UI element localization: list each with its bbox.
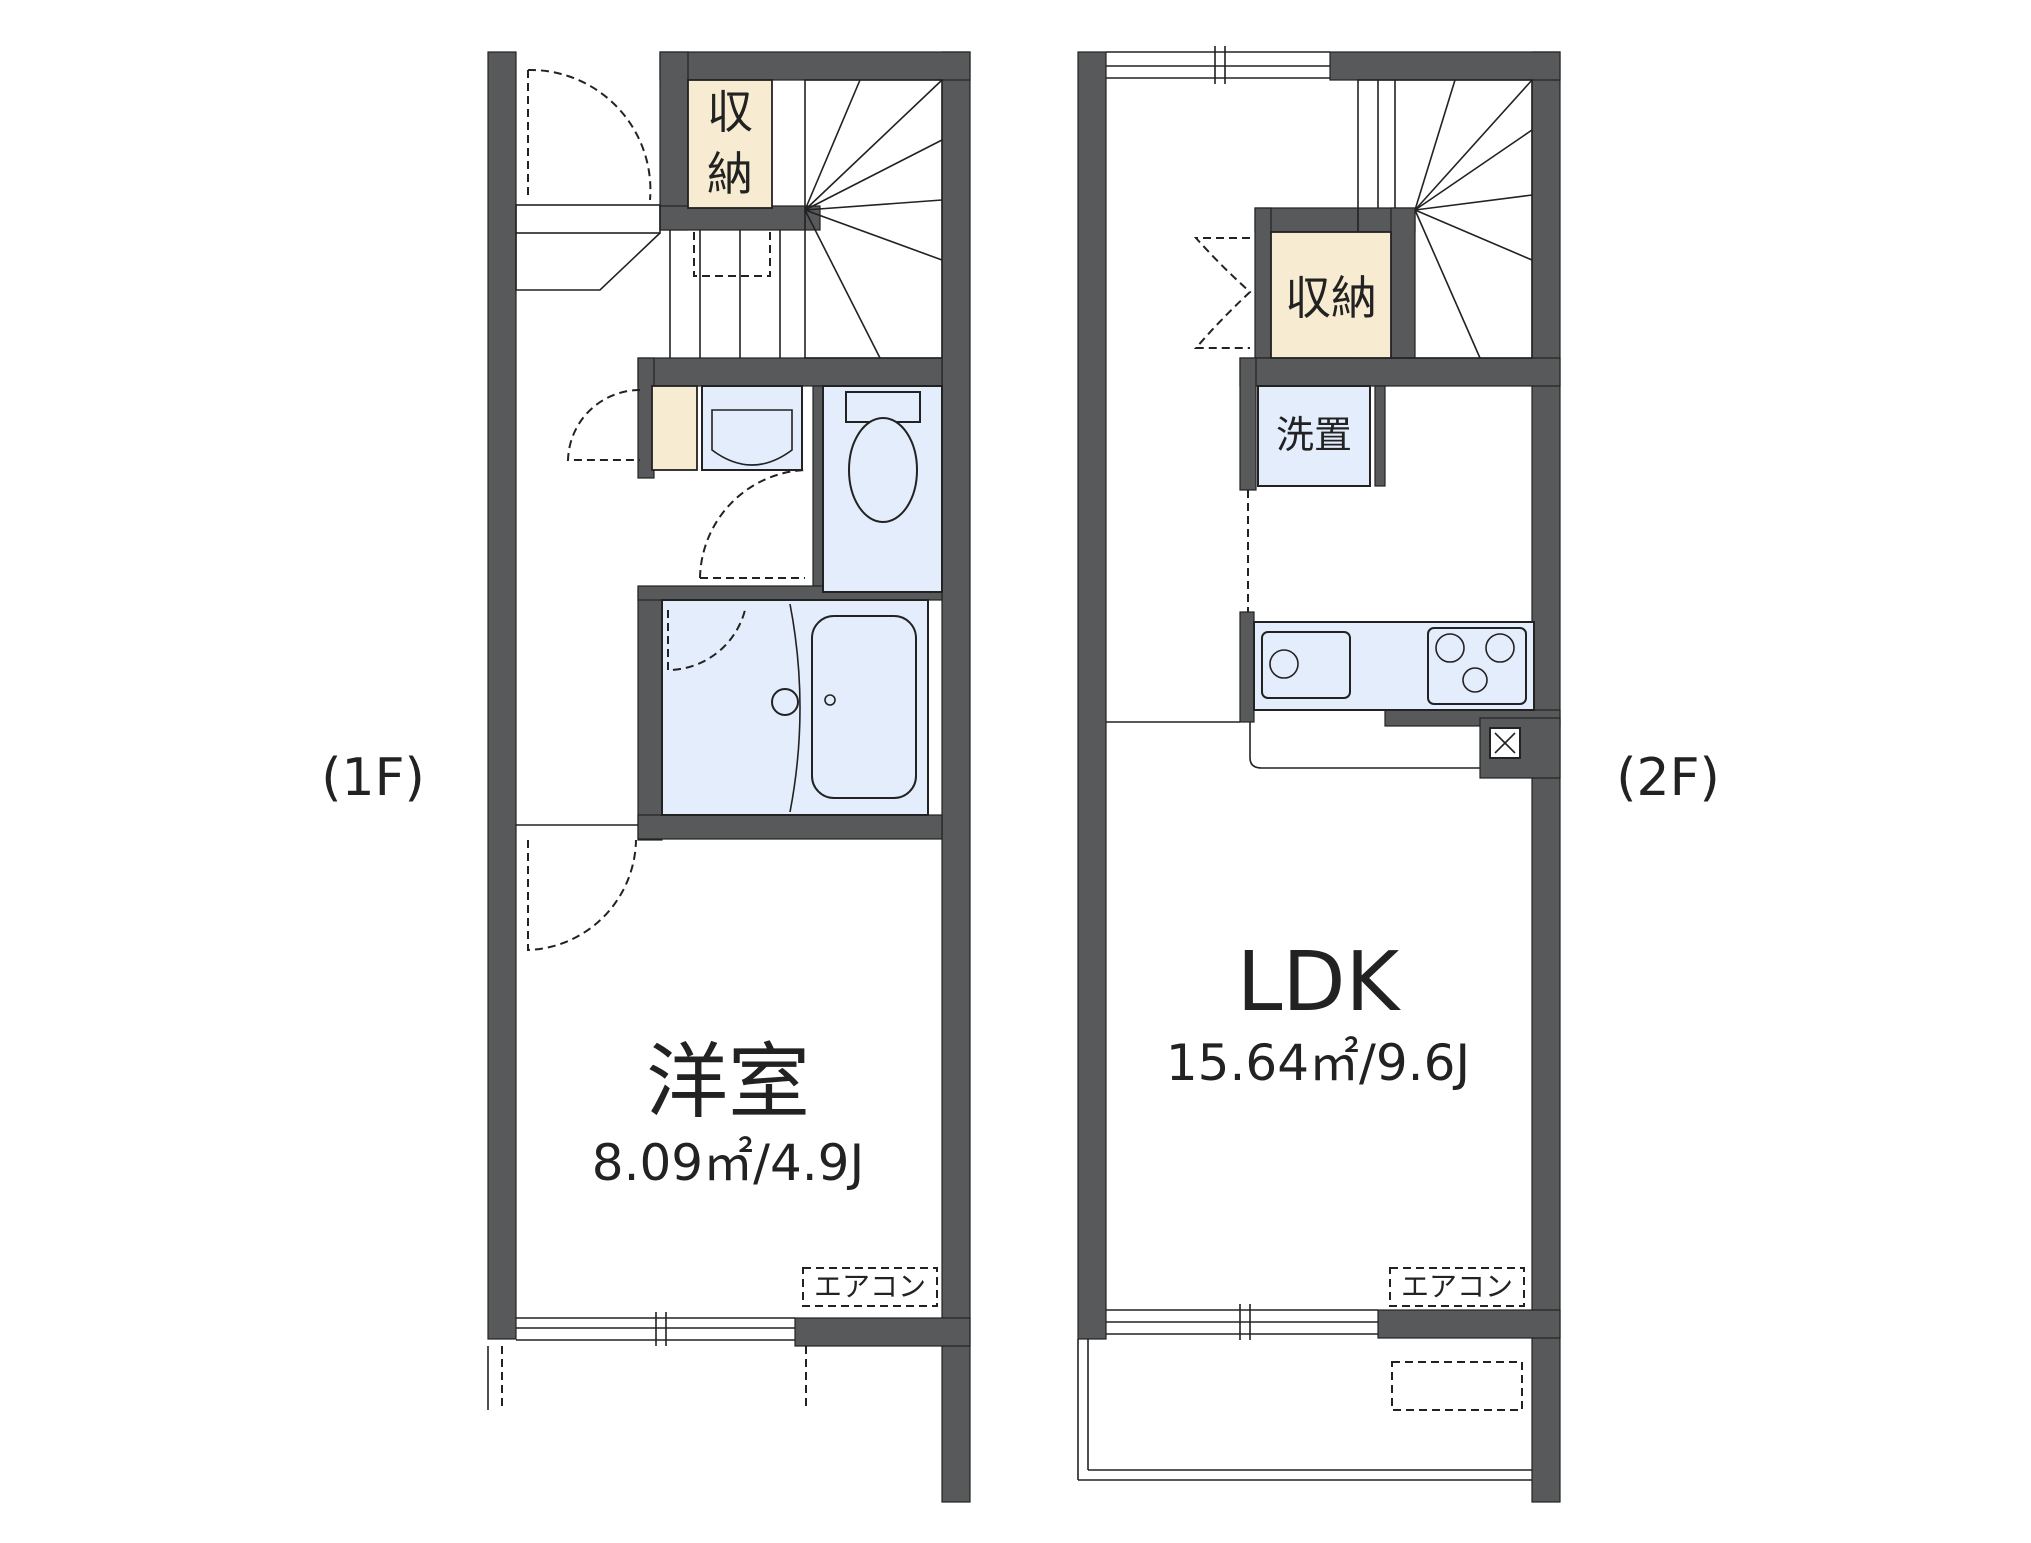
bath-drain bbox=[771, 688, 799, 716]
floor-label-2f: (2F) bbox=[1616, 748, 1720, 808]
entry-landing bbox=[515, 232, 661, 291]
wall bbox=[812, 385, 824, 597]
washer-label: 洗置 bbox=[1276, 413, 1352, 457]
wall bbox=[659, 205, 821, 231]
cabinet bbox=[651, 385, 698, 471]
bath-door bbox=[667, 609, 746, 672]
washer-space bbox=[1257, 385, 1371, 487]
room-area-1f: 8.09㎡/4.9J bbox=[592, 1134, 864, 1192]
kitchen-sink bbox=[1261, 631, 1351, 699]
room-door-swing bbox=[527, 839, 637, 952]
wall bbox=[1239, 357, 1257, 491]
storage-label-2f: 収納 bbox=[1285, 271, 1377, 325]
room-name-1f: 洋室 bbox=[646, 1035, 810, 1130]
burner bbox=[1462, 667, 1488, 693]
cabinet-door bbox=[566, 389, 641, 461]
pipe-mark bbox=[1494, 732, 1516, 754]
entry-step bbox=[515, 204, 661, 234]
wall bbox=[941, 51, 971, 1503]
wall bbox=[794, 1317, 971, 1347]
stairs-2f bbox=[1357, 79, 1533, 359]
wall bbox=[1254, 207, 1272, 359]
wall bbox=[1374, 385, 1386, 487]
wall bbox=[637, 814, 943, 840]
wall bbox=[637, 357, 943, 387]
floor-1-plan: 収 納 bbox=[487, 51, 971, 1503]
wall bbox=[1390, 207, 1416, 359]
wall bbox=[1377, 1309, 1561, 1339]
storage-door bbox=[693, 232, 771, 277]
storage-label-1: 収 bbox=[707, 85, 753, 139]
burner bbox=[1485, 633, 1515, 663]
wall bbox=[487, 51, 517, 1340]
storage-2f bbox=[1270, 231, 1392, 359]
outdoor-unit bbox=[1391, 1361, 1523, 1411]
wall bbox=[659, 51, 689, 231]
stairs-1f bbox=[669, 79, 943, 359]
room-name-2f: LDK bbox=[1237, 935, 1402, 1030]
door-swing bbox=[699, 469, 806, 579]
wall bbox=[1239, 357, 1561, 387]
wall bbox=[1239, 611, 1255, 723]
aircon-label-1f: エアコン bbox=[814, 1270, 926, 1303]
washbasin bbox=[701, 385, 803, 471]
storage-label-2: 納 bbox=[707, 147, 753, 201]
aircon-label-2f: エアコン bbox=[1401, 1270, 1513, 1303]
wall bbox=[659, 51, 971, 81]
room-area-2f: 15.64㎡/9.6J bbox=[1166, 1034, 1470, 1092]
bathtub bbox=[811, 615, 917, 799]
aircon-unit-2f bbox=[1389, 1267, 1525, 1307]
wall bbox=[1077, 51, 1107, 1340]
toilet-bowl bbox=[848, 417, 918, 523]
burner bbox=[1435, 633, 1465, 663]
washbasin-bowl bbox=[711, 409, 793, 466]
aircon-unit-1f bbox=[802, 1267, 938, 1307]
sink-drain bbox=[1269, 649, 1299, 679]
wall bbox=[637, 589, 663, 841]
stove bbox=[1427, 627, 1527, 705]
wall bbox=[1329, 51, 1561, 81]
tub-drain bbox=[824, 694, 836, 706]
bath-divider bbox=[789, 603, 801, 813]
storage-top bbox=[687, 79, 773, 209]
floor-2-plan: 収納 洗置 エアコン LDK bbox=[1077, 46, 1561, 1503]
door-swing bbox=[527, 68, 652, 201]
counter-edge bbox=[1249, 722, 1480, 769]
storage-door-2f bbox=[1193, 237, 1252, 349]
floor-label-1f: (1F) bbox=[321, 748, 425, 808]
